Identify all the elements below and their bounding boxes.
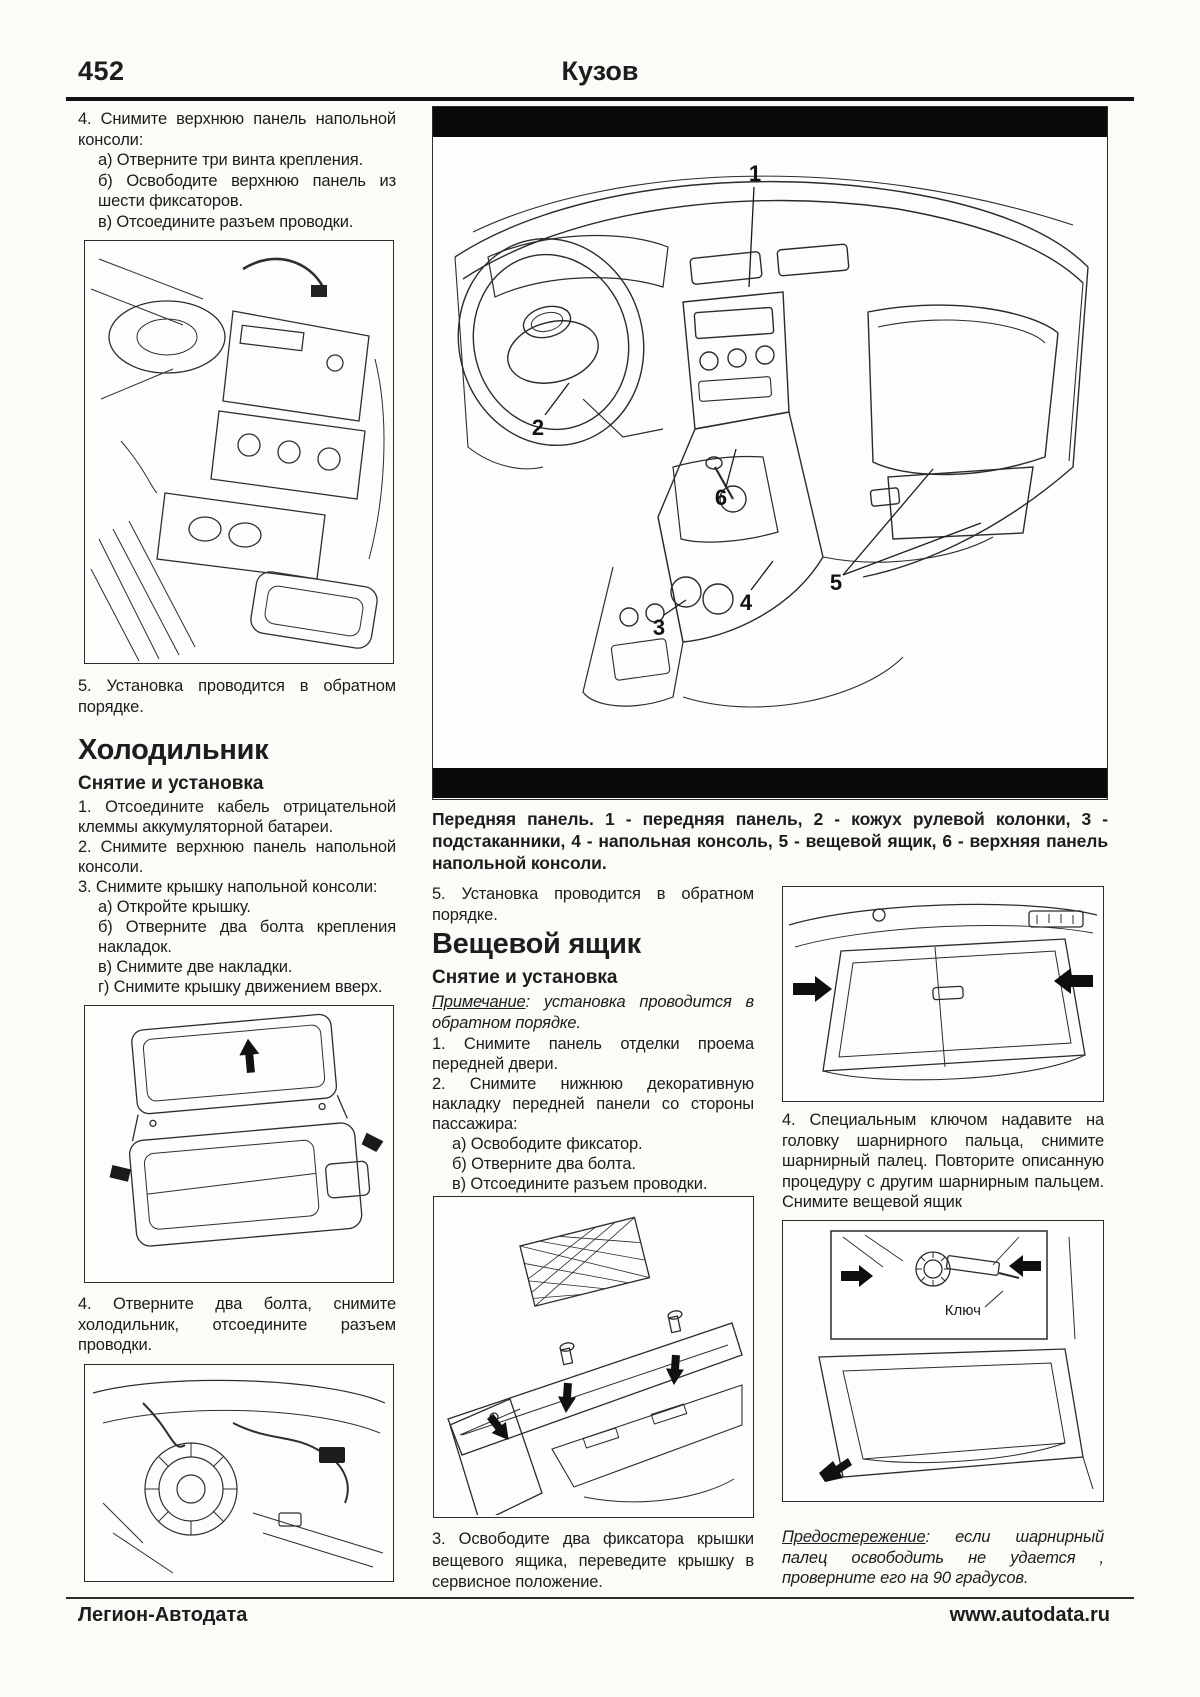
figure-front-panel: 1 2 3 4 5 6 — [432, 106, 1108, 800]
wiring-drawing — [92, 1379, 386, 1574]
callout-5: 5 — [830, 570, 842, 595]
header-rule — [66, 97, 1134, 101]
figure-glovebox-fixators — [782, 886, 1104, 1102]
glovebox-fixators-drawing — [788, 903, 1098, 1081]
step-item: 4. Специальным ключом надавите на головк… — [782, 1111, 1104, 1211]
figure-glovebox-service-position — [433, 1196, 754, 1518]
figure-console-top-view — [84, 240, 394, 664]
section-title-glovebox: Вещевой ящик — [432, 928, 641, 960]
step-subitem: в) Отсоедините разъем проводки. — [98, 212, 354, 231]
step-item: 4. Отверните два болта, снимите холодиль… — [78, 1295, 396, 1354]
callout-1: 1 — [749, 161, 761, 186]
section-subtitle: Снятие и установка — [432, 967, 618, 988]
section-subtitle: Снятие и установка — [78, 773, 264, 794]
step-item: 5. Установка проводится в обратном поряд… — [432, 885, 754, 924]
caution-label: Предостережение — [782, 1528, 926, 1546]
hinge-pin-key-drawing: Ключ — [818, 1230, 1094, 1490]
note-label: Примечание — [432, 993, 526, 1011]
figure-refrigerator-wiring — [84, 1364, 394, 1582]
caution-text: : если шарнирный палец освободить не уда… — [782, 1528, 1104, 1587]
key-label: Ключ — [945, 1302, 981, 1319]
step-subitem: а) Отверните три винта крепления. — [98, 151, 364, 169]
footer-rule — [66, 1597, 1134, 1599]
console-drawing — [90, 257, 385, 661]
refrigerator-drawing — [109, 1013, 384, 1247]
figure-bottom-black-bar — [433, 768, 1107, 798]
figure-refrigerator-lid — [84, 1005, 394, 1283]
figure-top-black-bar — [433, 107, 1107, 137]
step-subitem: а) Откройте крышку. — [98, 898, 251, 916]
dashboard-drawing: 1 2 3 4 5 6 — [454, 161, 1089, 708]
left-instructions-refrigerator: 1. Отсоедините кабель отрицательной клем… — [78, 797, 396, 997]
step-item: 2. Снимите нижнюю декоративную накладку … — [432, 1075, 754, 1133]
note-paragraph: Примечание: установка проводится в обрат… — [432, 992, 754, 1033]
footer-publisher: Легион-Автодата — [78, 1604, 248, 1626]
step-item: 1. Снимите панель отделки проема передне… — [432, 1035, 754, 1073]
left-instructions-step4: 4. Снимите верхнюю панель напольной конс… — [78, 109, 396, 232]
step-item: 4. Снимите верхнюю панель напольной конс… — [78, 110, 396, 149]
figure-hinge-pin-key: Ключ — [782, 1220, 1104, 1502]
figure-caption: 3. Освободите два фиксатора крышки вещев… — [432, 1530, 754, 1591]
caution-paragraph: Предостережение: если шарнирный палец ос… — [782, 1527, 1104, 1589]
glovebox-service-drawing — [447, 1216, 743, 1515]
step-subitem: а) Освободите фиксатор. — [452, 1135, 643, 1153]
page-number: 452 — [78, 56, 125, 86]
step-subitem: г) Снимите крышку движением вверх. — [98, 978, 383, 996]
step-subitem: б) Освободите верхнюю панель из шести фи… — [98, 171, 396, 211]
figure-main-caption: Передняя панель. 1 - передняя панель, 2 … — [432, 809, 1108, 873]
page-title: Кузов — [561, 56, 639, 86]
step-item: 5. Установка проводится в обратном поряд… — [78, 677, 396, 716]
section-title-refrigerator: Холодильник — [78, 734, 269, 766]
callout-2: 2 — [532, 415, 544, 440]
step-item: 1. Отсоедините кабель отрицательной клем… — [78, 798, 396, 836]
step-item: 3. Снимите крышку напольной консоли: — [78, 878, 378, 896]
callout-3: 3 — [653, 615, 665, 640]
footer-website: www.autodata.ru — [949, 1604, 1110, 1626]
note-text: : установка проводится в обратном порядк… — [432, 993, 754, 1032]
step-item: 2. Снимите верхнюю панель напольной конс… — [78, 838, 396, 876]
callout-6: 6 — [715, 485, 727, 510]
callout-4: 4 — [740, 590, 753, 615]
step-subitem: в) Снимите две накладки. — [98, 958, 293, 976]
step-subitem: б) Отверните два болта крепления накладо… — [98, 918, 396, 956]
step-subitem: б) Отверните два болта. — [452, 1155, 636, 1173]
middle-instructions-glovebox: 1. Снимите панель отделки проема передне… — [432, 1034, 754, 1194]
step-subitem: в) Отсоедините разъем проводки. — [452, 1175, 708, 1193]
